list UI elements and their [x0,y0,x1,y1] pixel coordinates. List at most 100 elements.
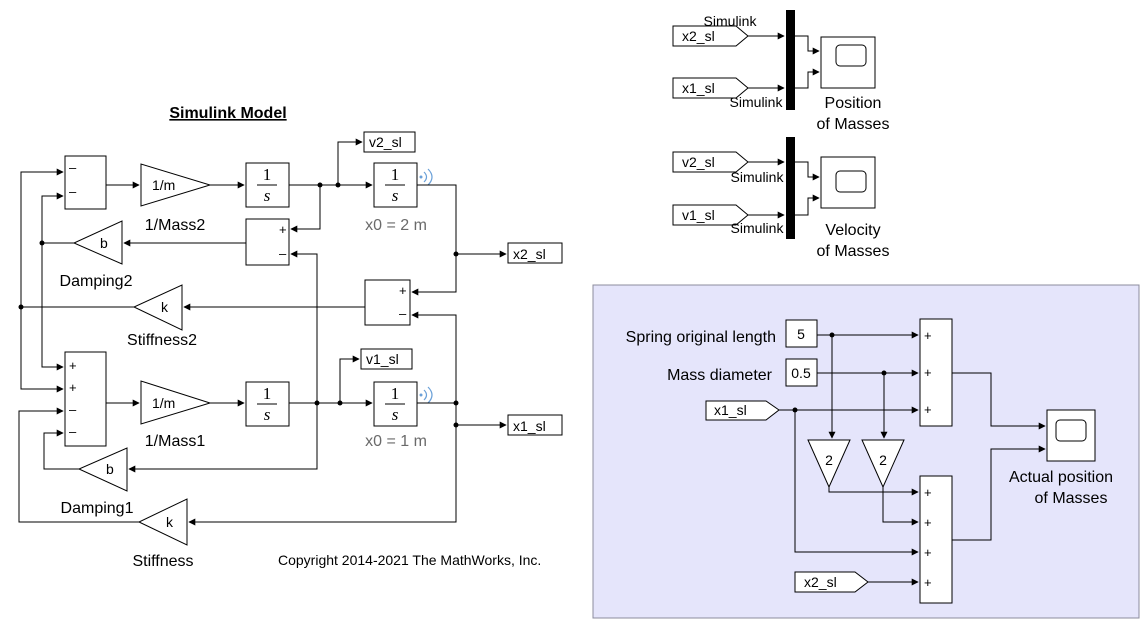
gain-name: Damping1 [61,500,134,517]
integrator-den: s [264,405,271,424]
panel-wires [779,331,1046,586]
left-model-wires [18,138,507,526]
scope-name: Actual position [1009,469,1113,486]
from-v2[interactable]: v2_sl [672,151,749,173]
from-sublabel: Simulink [730,94,784,110]
sign: + [924,485,932,500]
integrator-num: 1 [391,165,400,184]
scope-name: Position [825,95,882,112]
from-tag: x2_sl [804,574,837,590]
from-x1[interactable]: x1_sl [672,77,749,99]
gain-label: 2 [825,452,833,468]
gain-name: Stiffness [132,553,193,570]
integrator-v1[interactable]: 1 s [245,381,290,427]
integrator-v2[interactable]: 1 s [245,162,290,208]
integrator-x2[interactable]: 1 s [373,162,418,208]
goto-x2[interactable]: x2_sl [507,242,563,264]
sign: + [924,328,932,343]
integrator-num: 1 [391,384,400,403]
sign: – [69,424,77,439]
goto-tag: x1_sl [513,418,546,434]
gain-times2-a[interactable]: 2 [807,439,851,489]
from-x2[interactable]: x2_sl [672,25,749,47]
copyright-text: Copyright 2014-2021 The MathWorks, Inc. [278,552,541,568]
integrator-num: 1 [263,384,272,403]
goto-v1[interactable]: v1_sl [360,348,413,370]
gain-stiffness1[interactable]: k [137,498,188,546]
sign: + [924,402,932,417]
scope-name: of Masses [1035,490,1108,507]
sum-velocity-diff[interactable]: + – [245,218,290,266]
sign: + [924,575,932,590]
initial-condition-label: x0 = 1 m [365,433,427,450]
integrator-den: s [264,186,271,205]
scope-name: Velocity [825,222,880,239]
gain-name: Stiffness2 [127,332,197,349]
gain-label: 2 [879,452,887,468]
from-x2-panel[interactable]: x2_sl [794,571,869,593]
sign: – [399,306,407,321]
from-sublabel: Simulink [731,169,785,185]
sign: + [924,545,932,560]
scope-wires [748,32,820,219]
integrator-den: s [392,186,399,205]
constant-value: 0.5 [791,365,811,381]
gain-label: k [166,514,174,530]
sum-mass2-block[interactable]: – – [64,155,107,210]
mux-velocity[interactable] [786,137,795,239]
from-tag: v1_sl [682,207,715,223]
gain-label: k [161,299,169,315]
mux-position[interactable] [786,10,795,110]
integrator-den: s [392,405,399,424]
constant-value: 5 [797,326,805,342]
constant-mass-diameter[interactable]: 0.5 [785,358,818,387]
from-tag: x1_sl [714,402,747,418]
sum-mass1-position[interactable]: + + + [919,318,953,427]
gain-damping2[interactable]: b [72,220,123,265]
scope-position[interactable] [820,36,876,89]
sum-position-diff[interactable]: + – [364,279,411,326]
sum-mass1-block[interactable]: + + – – [64,351,107,447]
scope-actual-position[interactable] [1046,409,1096,462]
sign: – [279,246,287,261]
goto-tag: x2_sl [513,246,546,262]
constant-name: Mass diameter [667,367,773,384]
sign: – [69,160,77,175]
constant-spring-length[interactable]: 5 [785,319,818,348]
from-tag: x1_sl [682,80,715,96]
goto-tag: v1_sl [366,351,399,367]
wireless-icon [419,386,433,404]
from-v1[interactable]: v1_sl [672,204,749,226]
wireless-icon [419,168,433,186]
sum-mass2-position[interactable]: + + + + [919,475,953,604]
from-tag: v2_sl [682,154,715,170]
gain-inv-mass2[interactable]: 1/m [140,163,212,207]
sign: – [69,184,77,199]
model-title: Simulink Model [169,105,286,122]
goto-x1[interactable]: x1_sl [507,414,563,436]
scope-name: of Masses [817,116,890,133]
goto-v2[interactable]: v2_sl [363,131,416,153]
goto-tag: v2_sl [369,134,402,150]
initial-condition-label: x0 = 2 m [365,217,427,234]
gain-label: b [100,235,108,251]
gain-name: Damping2 [60,273,133,290]
integrator-num: 1 [263,165,272,184]
from-x1-panel[interactable]: x1_sl [705,400,780,421]
gain-stiffness2[interactable]: k [132,284,183,331]
from-tag: x2_sl [682,28,715,44]
integrator-x1[interactable]: 1 s [373,381,418,427]
gain-times2-b[interactable]: 2 [861,439,905,489]
gain-label: 1/m [152,177,175,193]
sign: + [279,222,287,237]
scope-name: of Masses [817,243,890,260]
gain-damping1[interactable]: b [77,447,128,492]
sign: + [69,358,77,373]
gain-inv-mass1[interactable]: 1/m [140,380,212,425]
sign: + [399,283,407,298]
constant-name: Spring original length [626,329,776,346]
gain-name: 1/Mass1 [145,433,206,450]
from-sublabel: Simulink [704,13,758,29]
scope-velocity[interactable] [820,156,876,209]
